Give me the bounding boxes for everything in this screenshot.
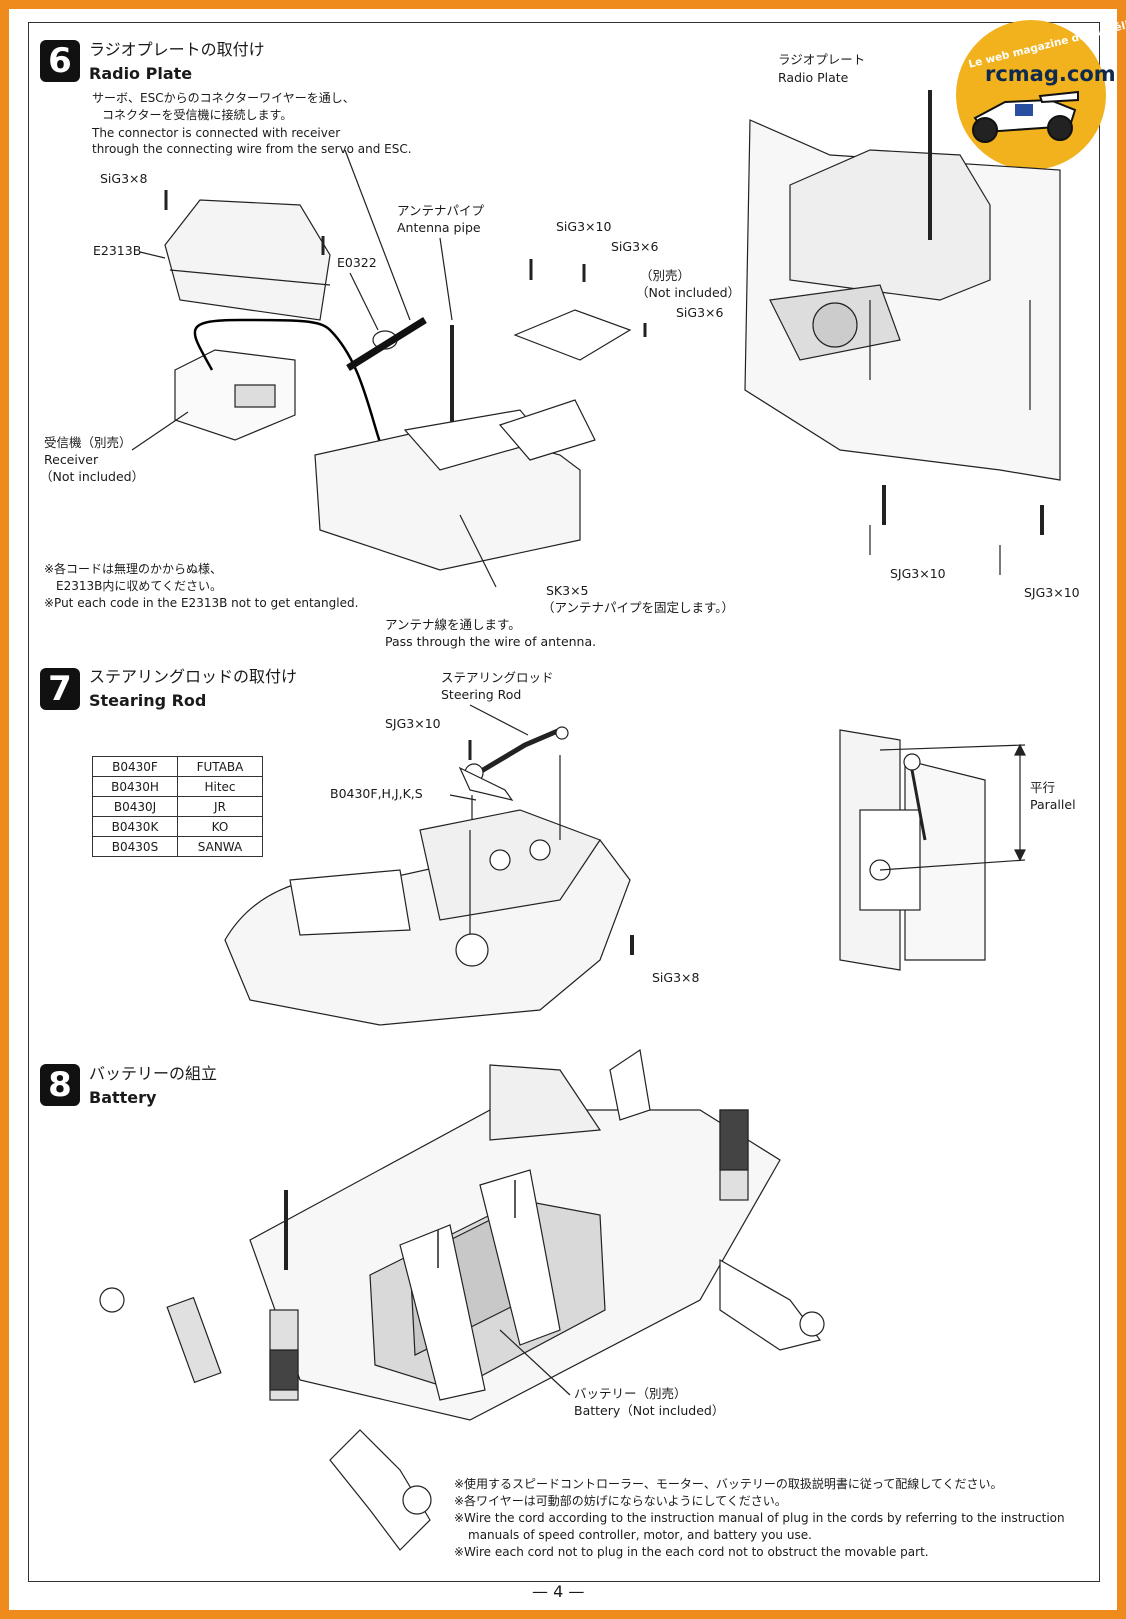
label-parallel-jp: 平行: [1030, 780, 1056, 795]
label-radio-plate-en: Radio Plate: [778, 70, 849, 85]
label-sig3x6-a: SiG3×6: [611, 239, 659, 254]
table-cell: B0430F: [92, 756, 178, 777]
parallel-inset: [839, 729, 1026, 971]
step8-title-jp: バッテリーの組立: [89, 1064, 218, 1083]
label-antenna-wire-en: Pass through the wire of antenna.: [385, 634, 597, 649]
label-sig3x8-step7: SiG3×8: [652, 970, 700, 985]
label-not-included-en: （Not included）: [636, 285, 741, 300]
label-sjg3x10-b: SJG3×10: [1024, 585, 1080, 600]
label-parallel-en: Parallel: [1030, 797, 1076, 812]
page-border: [28, 22, 1100, 1582]
step7-number: 7: [40, 668, 80, 710]
steering-rod: [476, 727, 561, 776]
step6-caution-jp-2: E2313B内に収めてください。: [56, 579, 222, 593]
label-antenna-wire-jp: アンテナ線を通します。: [385, 617, 521, 632]
step6-number: 6: [40, 40, 80, 82]
step6-note-en-2: through the connecting wire from the ser…: [92, 142, 412, 156]
step8-note-4: manuals of speed controller, motor, and …: [468, 1528, 812, 1542]
step6-note-jp-1: サーボ、ESCからのコネクターワイヤーを通し、: [92, 91, 355, 105]
label-radio-plate-jp: ラジオプレート: [778, 52, 866, 67]
front-shock: [166, 1296, 222, 1384]
step8-note-3: ※Wire the cord according to the instruct…: [454, 1511, 1065, 1525]
label-receiver-jp: 受信機（別売）: [44, 435, 132, 450]
step6-note-en-1: The connector is connected with receiver: [92, 126, 341, 140]
step6-title-en: Radio Plate: [89, 64, 193, 83]
label-receiver-en: Receiver: [44, 452, 99, 467]
label-e0322: E0322: [337, 255, 377, 270]
step8-note-2: ※各ワイヤーは可動部の妨げにならないようにしてください。: [454, 1494, 787, 1508]
label-antenna-pipe-en: Antenna pipe: [397, 220, 481, 235]
step6-title-jp: ラジオプレートの取付け: [89, 40, 265, 59]
step6-note-jp-2: コネクターを受信機に接続します。: [102, 108, 293, 122]
label-sjg3x10: SJG3×10: [385, 716, 441, 731]
battery-strap: [399, 1224, 486, 1401]
rcmag-logo: [956, 20, 1106, 170]
label-steering-rod-en: Steering Rod: [441, 687, 522, 702]
table-cell: KO: [177, 816, 263, 837]
step7-title-en: Stearing Rod: [89, 691, 207, 710]
table-cell: B0430H: [92, 776, 178, 797]
step6-caution-en: ※Put each code in the E2313B not to get …: [44, 596, 359, 610]
label-sig3x10: SiG3×10: [556, 219, 612, 234]
label-antenna-pipe-jp: アンテナパイプ: [397, 203, 485, 218]
battery-strap: [479, 1169, 561, 1346]
radio-plate-assembly: [744, 90, 1061, 575]
receiver-box-cover: [164, 199, 331, 321]
logo-name: rcmag.com: [985, 62, 1116, 86]
page-number: — 4 —: [532, 1582, 585, 1601]
step8-number: 8: [40, 1064, 80, 1106]
label-not-included-jp: （別売）: [640, 268, 691, 283]
label-battery-en: Battery（Not included）: [574, 1403, 725, 1418]
label-b0430: B0430F,H,J,K,S: [330, 786, 423, 801]
label-receiver-ni: （Not included）: [40, 469, 145, 484]
label-sk3x5: SK3×5: [546, 583, 589, 598]
bracket: [513, 309, 632, 361]
table-cell: SANWA: [177, 836, 263, 857]
step6-caution-jp-1: ※各コードは無理のかからぬ様、: [44, 562, 223, 576]
label-sig3x6-b: SiG3×6: [676, 305, 724, 320]
label-sig3x8: SiG3×8: [100, 171, 148, 186]
step7-title-jp: ステアリングロッドの取付け: [89, 667, 298, 686]
step8-note-1: ※使用するスピードコントローラー、モーター、バッテリーの取扱説明書に従って配線し…: [454, 1477, 1003, 1491]
label-steering-rod-jp: ステアリングロッド: [441, 670, 554, 685]
step8-note-5: ※Wire each cord not to plug in the each …: [454, 1545, 929, 1559]
step8-title-en: Battery: [89, 1088, 157, 1107]
label-sjg3x10-a: SJG3×10: [890, 566, 946, 581]
label-sk3x5-note: （アンテナパイプを固定します。）: [542, 600, 735, 615]
label-battery-jp: バッテリー（別売）: [574, 1386, 687, 1401]
label-e2313b: E2313B: [93, 243, 142, 258]
